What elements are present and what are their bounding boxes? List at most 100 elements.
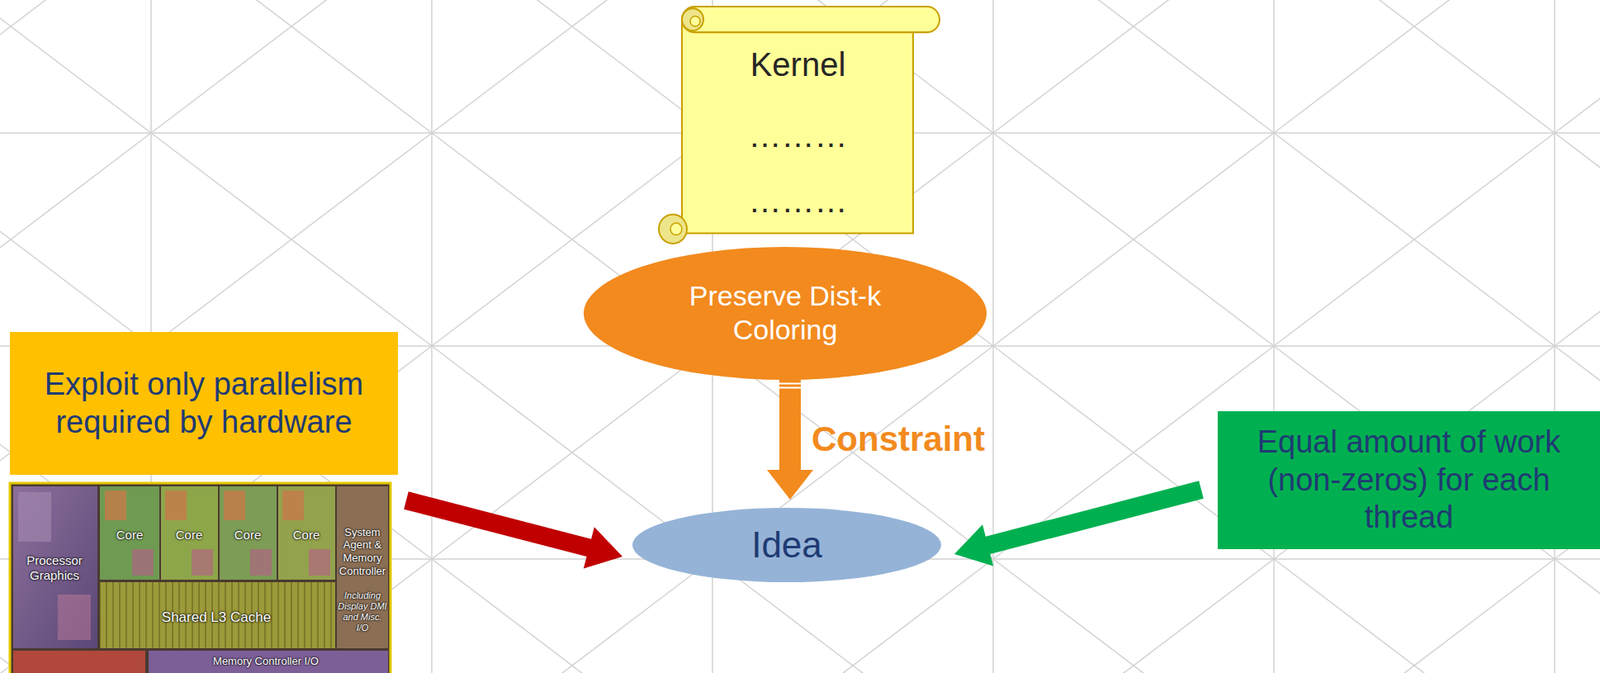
memory-io-region xyxy=(148,650,389,673)
graphics-label-slot: Processor Graphics xyxy=(14,553,95,583)
node-text: Kernel xyxy=(750,44,847,85)
io-note: Including Display DMI and Misc. I/O xyxy=(336,590,389,635)
scroll-top-roll xyxy=(681,6,940,33)
core-detail xyxy=(191,549,214,576)
hardware-box: Exploit only parallelism required by har… xyxy=(9,331,398,475)
node-text: Preserve Dist-k Coloring xyxy=(657,279,914,347)
grid-line xyxy=(151,0,432,133)
grid-line xyxy=(993,0,1274,133)
core-region xyxy=(278,486,336,580)
scroll-curl xyxy=(681,8,704,31)
graphics-label: Processor Graphics xyxy=(14,553,95,583)
cache-label-slot: Shared L3 Cache xyxy=(100,609,332,626)
grid-line xyxy=(0,0,152,133)
grid-line xyxy=(1273,0,1555,133)
core-label-slot: Core xyxy=(278,527,335,543)
node-text: Idea xyxy=(751,523,823,568)
node-text: Equal amount of work (non-zeros) for eac… xyxy=(1251,423,1567,537)
scroll-body xyxy=(681,19,914,234)
cache-region xyxy=(99,582,336,649)
core-label-slot: Core xyxy=(160,527,218,543)
node-text: Exploit only parallelism required by har… xyxy=(42,365,366,441)
grid-line xyxy=(431,558,713,673)
grid-line xyxy=(431,0,713,133)
grid-line xyxy=(430,0,433,673)
core-detail xyxy=(282,490,304,521)
system-agent-label: System Agent & Memory Controller xyxy=(336,525,389,578)
arrow-stripe xyxy=(778,383,802,385)
grid-line xyxy=(0,0,152,133)
cache-label: Shared L3 Cache xyxy=(100,609,332,626)
idea-ellipse: Idea xyxy=(632,507,942,583)
core-label-slot: Core xyxy=(100,527,159,543)
workload-arrow xyxy=(954,480,1204,566)
grid-line xyxy=(1273,132,1555,346)
graphics-detail xyxy=(57,594,91,640)
grid-line xyxy=(0,132,152,346)
io-note-slot: Including Display DMI and Misc. I/O xyxy=(336,590,389,635)
grid-line xyxy=(1273,558,1555,673)
scroll-curl xyxy=(658,214,687,244)
grid-line xyxy=(1273,132,1555,346)
grid-line xyxy=(993,132,1274,346)
core-detail xyxy=(250,549,272,576)
ellipse-fill xyxy=(583,246,987,380)
grid-line xyxy=(1553,0,1556,673)
edge-label-slot: Constraint xyxy=(811,418,985,460)
graphics-detail xyxy=(18,492,52,542)
core-label: Core xyxy=(219,527,276,543)
grid-line xyxy=(1554,132,1600,346)
core-detail xyxy=(223,490,246,521)
core-detail xyxy=(308,549,331,576)
grid-line xyxy=(1554,558,1600,673)
grid-line xyxy=(151,132,432,346)
grid-line xyxy=(1554,132,1600,346)
hardware-arrow-group xyxy=(403,491,623,569)
kernel-scroll: Kernel……………… xyxy=(654,4,942,246)
memory-io-label-slot: Memory Controller I/O xyxy=(150,654,382,668)
grid-line xyxy=(1273,0,1275,673)
grid-line xyxy=(151,0,432,133)
grid-line xyxy=(1554,558,1600,673)
core-label: Core xyxy=(100,527,159,543)
grid-line xyxy=(431,558,713,673)
grid-line xyxy=(1554,0,1600,133)
ellipse-fill xyxy=(632,507,942,583)
core-region xyxy=(160,486,218,580)
system-agent-label-slot: System Agent & Memory Controller xyxy=(336,525,389,578)
grid-line xyxy=(993,0,1274,133)
hardware-arrow xyxy=(403,491,623,569)
ellipse-outline xyxy=(583,246,987,380)
grid-line xyxy=(151,132,432,346)
core-label: Core xyxy=(278,527,335,543)
grid-line xyxy=(993,558,1274,673)
scroll-curl xyxy=(670,222,682,235)
system-agent-region xyxy=(336,486,389,649)
grid-line xyxy=(1554,0,1600,133)
grid-line xyxy=(993,132,1274,346)
grid-line xyxy=(993,558,1274,673)
grid-line xyxy=(992,0,995,673)
edge-label: Constraint xyxy=(811,418,985,460)
core-detail xyxy=(104,490,127,521)
grid-line xyxy=(1273,0,1555,133)
memory-io-label: Memory Controller I/O xyxy=(150,654,382,668)
constraint-arrow xyxy=(766,379,814,501)
graphics-region xyxy=(13,486,98,649)
workload-box: Equal amount of work (non-zeros) for eac… xyxy=(1217,411,1600,550)
node-text: ……… xyxy=(748,180,848,221)
scroll-curl xyxy=(690,15,701,26)
grid-line xyxy=(0,132,152,346)
core-label-slot: Core xyxy=(219,527,276,543)
core-detail xyxy=(165,490,187,521)
grid-line xyxy=(1273,558,1555,673)
core-region xyxy=(99,486,160,580)
grid-line xyxy=(431,0,713,133)
constraint-ellipse: Preserve Dist-k Coloring xyxy=(583,246,987,380)
io-region xyxy=(13,650,146,673)
die-frame xyxy=(9,482,391,673)
arrow-stripe xyxy=(778,387,802,389)
core-detail xyxy=(132,549,154,576)
core-region xyxy=(219,486,277,580)
